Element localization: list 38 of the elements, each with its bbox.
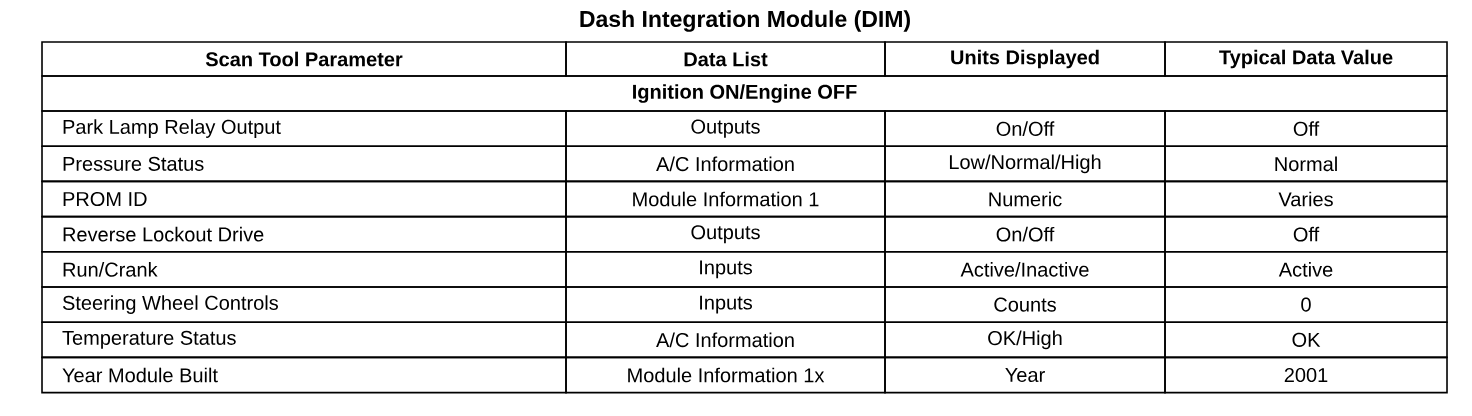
table-cell: Active/Inactive [884,251,1166,288]
table-cell: Outputs [565,110,886,147]
table-cell: On/Off [884,110,1166,147]
table-cell: Varies [1164,180,1448,218]
table-cell: Module Information 1 [565,180,886,218]
table-cell: Low/Normal/High [884,145,1166,183]
header-cell: Units Displayed [884,41,1166,77]
table-cell: Run/Crank [41,251,567,288]
table-cell: Steering Wheel Controls [41,286,567,323]
table-cell: Park Lamp Relay Output [41,110,567,147]
table-cell: A/C Information [565,145,886,183]
section-cell: Ignition ON/Engine OFF [41,75,1448,112]
table-cell: Year [884,356,1166,394]
table-cell: Off [1164,110,1448,147]
table-cell: PROM ID [41,180,567,218]
table-cell: Outputs [565,215,886,253]
header-cell: Scan Tool Parameter [41,41,567,77]
table-title: Dash Integration Module (DIM) [580,10,910,32]
table-cell: OK [1164,321,1448,359]
table-cell: Temperature Status [41,321,567,359]
table-cell: Normal [1164,145,1448,183]
table-cell: A/C Information [565,321,886,359]
table-cell: Pressure Status [41,145,567,183]
table-cell: Active [1164,251,1448,288]
table-cell: Reverse Lockout Drive [41,215,567,253]
table-cell: Numeric [884,180,1166,218]
table-cell: On/Off [884,215,1166,253]
table-cell: Module Information 1x [565,356,886,394]
table-cell: 0 [1164,286,1448,323]
header-cell: Typical Data Value [1164,41,1448,77]
table-cell: Inputs [565,251,886,288]
table-cell: Year Module Built [41,356,567,394]
table-cell: Off [1164,215,1448,253]
header-cell: Data List [565,41,886,77]
table-cell: OK/High [884,321,1166,359]
table-cell: Inputs [565,286,886,323]
table-cell: 2001 [1164,356,1448,394]
table-cell: Counts [884,286,1166,323]
